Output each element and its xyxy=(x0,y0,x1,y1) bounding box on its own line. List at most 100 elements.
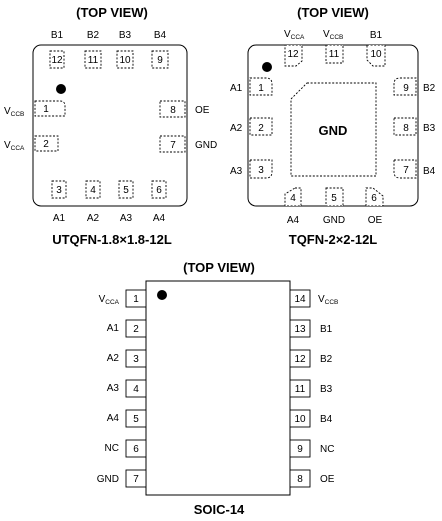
utqfn-pin-label: B3 xyxy=(119,30,132,41)
utqfn-pin-pad xyxy=(34,100,66,117)
utqfn-pin-number: 12 xyxy=(51,55,63,66)
utqfn-pin-pad xyxy=(51,180,67,199)
utqfn-pin-label: B1 xyxy=(51,30,64,41)
utqfn-pin-number: 2 xyxy=(43,139,49,150)
tqfn-pin: VCCB 11 xyxy=(323,29,344,64)
utqfn-pin-number: 6 xyxy=(156,185,162,196)
utqfn-pin-pad xyxy=(151,180,167,199)
utqfn-pin-pad xyxy=(116,50,134,69)
utqfn-pin-label: B2 xyxy=(87,30,100,41)
tqfn-pin-label: B4 xyxy=(423,166,436,177)
tqfn-pin-pad xyxy=(365,187,384,207)
utqfn-pin-pad xyxy=(49,50,65,69)
utqfn-pin-label: B4 xyxy=(154,30,167,41)
utqfn-pin-label: A2 xyxy=(87,213,100,224)
utqfn-package-name: UTQFN-1.8×1.8-12L xyxy=(52,232,172,247)
tqfn-pin-label: B3 xyxy=(423,123,436,134)
soic-pin: A1 2 xyxy=(107,319,147,338)
tqfn-pin: 6 OE xyxy=(365,187,384,226)
utqfn-pin-pad xyxy=(118,180,134,199)
soic-pin-label: A3 xyxy=(107,383,120,394)
tqfn-pin-number: 4 xyxy=(290,193,296,204)
tqfn-pin: A2 2 xyxy=(230,117,273,136)
tqfn-pin-number: 12 xyxy=(287,49,299,60)
utqfn-pin-pad xyxy=(159,100,186,118)
tqfn-pin-pad xyxy=(366,44,386,67)
soic-pin: A3 4 xyxy=(107,379,147,398)
utqfn-pin: 7 GND xyxy=(159,135,217,153)
soic-pin-number: 2 xyxy=(133,324,139,335)
soic-pin-number: 5 xyxy=(133,414,139,425)
tqfn-pin-label: A3 xyxy=(230,166,243,177)
soic-pin-box xyxy=(125,289,147,308)
soic-pin-box xyxy=(289,379,311,398)
soic-pin-label: B3 xyxy=(320,384,333,395)
soic-pin: 14 VCCB xyxy=(289,289,338,308)
soic-pin-label: GND xyxy=(97,474,119,485)
utqfn-pin: 5 A3 xyxy=(118,180,134,224)
soic-pin-number: 11 xyxy=(295,384,306,395)
soic-pin: 9 NC xyxy=(289,439,334,458)
soic-pin-box xyxy=(289,469,311,488)
utqfn-pin: VCCA 2 xyxy=(4,135,59,152)
soic-pin: NC 6 xyxy=(105,439,147,458)
soic-pin-box xyxy=(125,319,147,338)
soic-pin-label: A2 xyxy=(107,353,120,364)
soic-pin-number: 8 xyxy=(297,474,303,485)
tqfn-pin-pad xyxy=(325,44,344,64)
soic-pin-number: 6 xyxy=(133,444,139,455)
utqfn-pin-pad xyxy=(34,135,59,152)
tqfn-pin-pad xyxy=(249,159,273,179)
tqfn-pin-number: 1 xyxy=(258,83,264,94)
utqfn-pin-number: 7 xyxy=(170,140,176,151)
soic-pin-box xyxy=(289,439,311,458)
tqfn-pin1-dot xyxy=(262,62,272,72)
tqfn-pin-number: 3 xyxy=(258,165,264,176)
soic-pin-number: 10 xyxy=(294,414,306,425)
utqfn-pin-pad xyxy=(159,135,186,153)
soic-pin-label: NC xyxy=(105,443,119,454)
utqfn-pin: VCCB 1 xyxy=(4,100,66,118)
utqfn-pin-label: A3 xyxy=(120,213,133,224)
soic-pin1-dot xyxy=(157,290,167,300)
soic-pin-number: 1 xyxy=(133,294,139,305)
tqfn-package: (TOP VIEW) GND VCCA 12 VCCB 11 B1 10 4 A… xyxy=(230,5,436,247)
tqfn-pin-pad xyxy=(249,117,273,136)
soic-pin-label: A4 xyxy=(107,413,120,424)
utqfn-pin-number: 3 xyxy=(56,185,62,196)
utqfn-pin-number: 11 xyxy=(88,55,99,66)
tqfn-package-name: TQFN-2×2-12L xyxy=(289,232,378,247)
soic-pin-label: OE xyxy=(320,474,335,485)
soic-pin-number: 7 xyxy=(133,474,139,485)
soic-pin-number: 3 xyxy=(133,354,139,365)
utqfn-pin-number: 9 xyxy=(157,55,163,66)
tqfn-exposed-pad xyxy=(290,82,377,177)
soic-pin-number: 12 xyxy=(294,354,306,365)
soic-pin: A2 3 xyxy=(107,349,147,368)
soic-body xyxy=(145,280,291,496)
soic-pin: 13 B1 xyxy=(289,319,333,338)
soic-pin: 11 B3 xyxy=(289,379,333,398)
utqfn-pin-number: 1 xyxy=(43,104,49,115)
soic-pin-label: B4 xyxy=(320,414,333,425)
soic-pin: A4 5 xyxy=(107,409,147,428)
utqfn-pin-number: 10 xyxy=(119,55,131,66)
soic-pin-label: VCCA xyxy=(99,294,120,306)
tqfn-pin-label: A2 xyxy=(230,123,243,134)
utqfn-pin-label: A4 xyxy=(153,213,166,224)
tqfn-pin: 8 B3 xyxy=(393,117,436,136)
tqfn-pin-number: 9 xyxy=(403,83,409,94)
soic-pin: GND 7 xyxy=(97,469,147,488)
utqfn-pin: 3 A1 xyxy=(51,180,67,224)
soic-pin-number: 13 xyxy=(294,324,306,335)
soic-pin: 10 B4 xyxy=(289,409,333,428)
soic-pin-box xyxy=(125,409,147,428)
soic-pin-number: 14 xyxy=(294,294,306,305)
soic-pin-label: NC xyxy=(320,444,334,455)
utqfn-pin: 8 OE xyxy=(159,100,210,118)
utqfn-pin-label: A1 xyxy=(53,213,66,224)
tqfn-pin-pad xyxy=(284,187,302,207)
tqfn-pin: 9 B2 xyxy=(393,77,436,96)
tqfn-pin-label: B2 xyxy=(423,83,436,94)
soic-pin-number: 9 xyxy=(297,444,303,455)
